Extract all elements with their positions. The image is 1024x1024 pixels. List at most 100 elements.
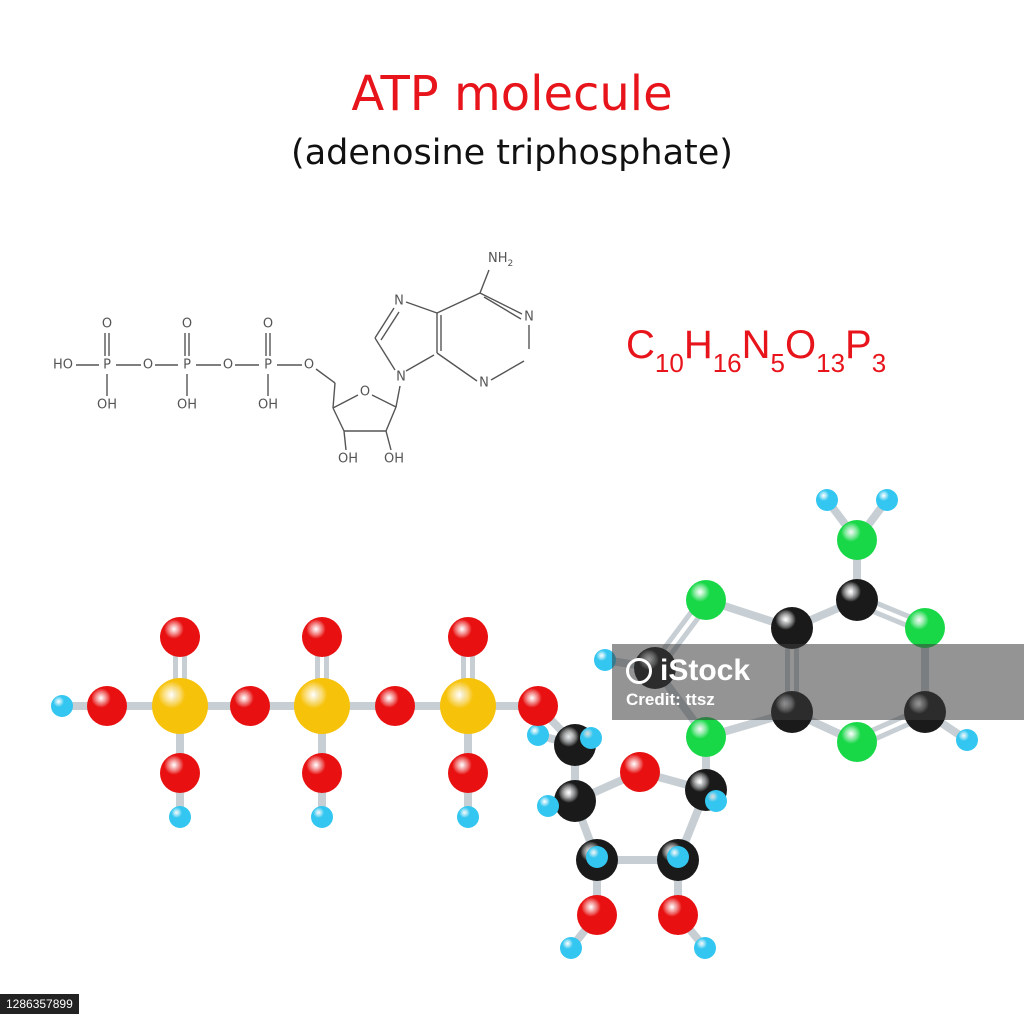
watermark-brand: iStock bbox=[660, 654, 751, 687]
structural-bond bbox=[332, 407, 345, 432]
oxygen-atom bbox=[87, 686, 127, 726]
structural-o-label: O bbox=[304, 358, 314, 373]
stock-id: 1286357899 bbox=[0, 994, 79, 1014]
structural-n-label: N bbox=[479, 376, 489, 391]
structural-o-label: O bbox=[360, 385, 370, 400]
hydrogen-atom bbox=[956, 729, 978, 751]
oxygen-atom bbox=[302, 753, 342, 793]
hydrogen-atom bbox=[169, 806, 191, 828]
structural-bond bbox=[405, 354, 435, 372]
oxygen-atom bbox=[448, 753, 488, 793]
hydrogen-atom bbox=[51, 695, 73, 717]
formula-count-3: 13 bbox=[816, 348, 846, 378]
carbon-atom bbox=[554, 780, 596, 822]
phosphorus-atom bbox=[152, 678, 208, 734]
structural-oh-label: OH bbox=[338, 452, 358, 467]
hydrogen-atom bbox=[527, 724, 549, 746]
hydrogen-atom bbox=[667, 846, 689, 868]
formula-element-4: P bbox=[845, 323, 872, 367]
carbon-atom bbox=[836, 579, 878, 621]
hydrogen-atom bbox=[694, 937, 716, 959]
structural-bond bbox=[385, 430, 392, 451]
structural-bond bbox=[332, 382, 336, 409]
oxygen-atom bbox=[577, 895, 617, 935]
formula-count-1: 16 bbox=[712, 348, 742, 378]
formula-count-0: 10 bbox=[654, 348, 684, 378]
structural-bond bbox=[405, 301, 438, 314]
structural-oh-label: OH bbox=[258, 398, 278, 413]
phosphorus-atom bbox=[294, 678, 350, 734]
oxygen-atom bbox=[658, 895, 698, 935]
structural-bond bbox=[385, 406, 397, 432]
structural-ho-label: HO bbox=[53, 358, 73, 373]
structural-p-label: P bbox=[103, 358, 111, 373]
structural-oh-label: OH bbox=[177, 398, 197, 413]
istock-logo-icon bbox=[626, 658, 652, 684]
nitrogen-atom bbox=[686, 717, 726, 757]
structural-o-label: O bbox=[263, 317, 273, 332]
hydrogen-atom bbox=[705, 790, 727, 812]
structural-bond bbox=[343, 430, 347, 451]
structural-bond bbox=[479, 292, 523, 315]
structural-bond bbox=[479, 269, 490, 294]
structural-bond bbox=[315, 368, 336, 384]
structural-n-label: N bbox=[524, 310, 534, 325]
oxygen-atom bbox=[230, 686, 270, 726]
structural-bond bbox=[371, 394, 397, 408]
formula-element-1: H bbox=[683, 323, 713, 367]
model-atoms bbox=[51, 489, 978, 959]
hydrogen-atom bbox=[816, 489, 838, 511]
oxygen-atom bbox=[375, 686, 415, 726]
watermark-credit: Credit: ttsz bbox=[626, 690, 715, 709]
formula-count-2: 5 bbox=[770, 348, 785, 378]
hydrogen-atom bbox=[876, 489, 898, 511]
structural-oh-label: OH bbox=[384, 452, 404, 467]
hydrogen-atom bbox=[580, 727, 602, 749]
hydrogen-atom bbox=[586, 846, 608, 868]
structural-o-label: O bbox=[182, 317, 192, 332]
formula-element-2: N bbox=[741, 323, 771, 367]
hydrogen-atom bbox=[537, 795, 559, 817]
oxygen-atom bbox=[160, 617, 200, 657]
structural-bond bbox=[395, 385, 401, 408]
structural-o-label: O bbox=[102, 317, 112, 332]
oxygen-atom bbox=[160, 753, 200, 793]
phosphorus-atom bbox=[440, 678, 496, 734]
stock-watermark: iStock Credit: ttsz bbox=[612, 644, 1024, 720]
structural-n-label: N bbox=[394, 294, 404, 309]
structural-bond bbox=[483, 296, 522, 320]
structural-bond bbox=[380, 311, 400, 341]
structural-bond bbox=[332, 394, 359, 409]
structural-nh2-label: NH2 bbox=[488, 251, 513, 269]
hydrogen-atom bbox=[594, 649, 616, 671]
formula-element-3: O bbox=[784, 323, 817, 367]
hydrogen-atom bbox=[457, 806, 479, 828]
structural-o-label: O bbox=[143, 358, 153, 373]
nitrogen-atom bbox=[837, 520, 877, 560]
hydrogen-atom bbox=[311, 806, 333, 828]
formula-count-4: 3 bbox=[871, 348, 887, 378]
nitrogen-atom bbox=[837, 722, 877, 762]
structural-p-label: P bbox=[183, 358, 191, 373]
chemical-formula: C10H16N5O13P3 bbox=[626, 323, 886, 376]
oxygen-atom bbox=[448, 617, 488, 657]
structural-bond bbox=[374, 337, 396, 371]
page-subtitle: (adenosine triphosphate) bbox=[291, 133, 733, 173]
carbon-atom bbox=[771, 607, 813, 649]
oxygen-atom bbox=[518, 686, 558, 726]
formula-element-0: C bbox=[626, 323, 655, 367]
structural-bond bbox=[490, 360, 525, 381]
structural-bond bbox=[436, 292, 481, 314]
structural-oh-label: OH bbox=[97, 398, 117, 413]
page-title: ATP molecule bbox=[351, 66, 673, 122]
structural-n-label: N bbox=[396, 370, 406, 385]
oxygen-atom bbox=[302, 617, 342, 657]
structural-o-label: O bbox=[223, 358, 233, 373]
nitrogen-atom bbox=[905, 608, 945, 648]
nitrogen-atom bbox=[686, 580, 726, 620]
oxygen-atom bbox=[620, 752, 660, 792]
structural-bond bbox=[374, 307, 395, 339]
hydrogen-atom bbox=[560, 937, 582, 959]
